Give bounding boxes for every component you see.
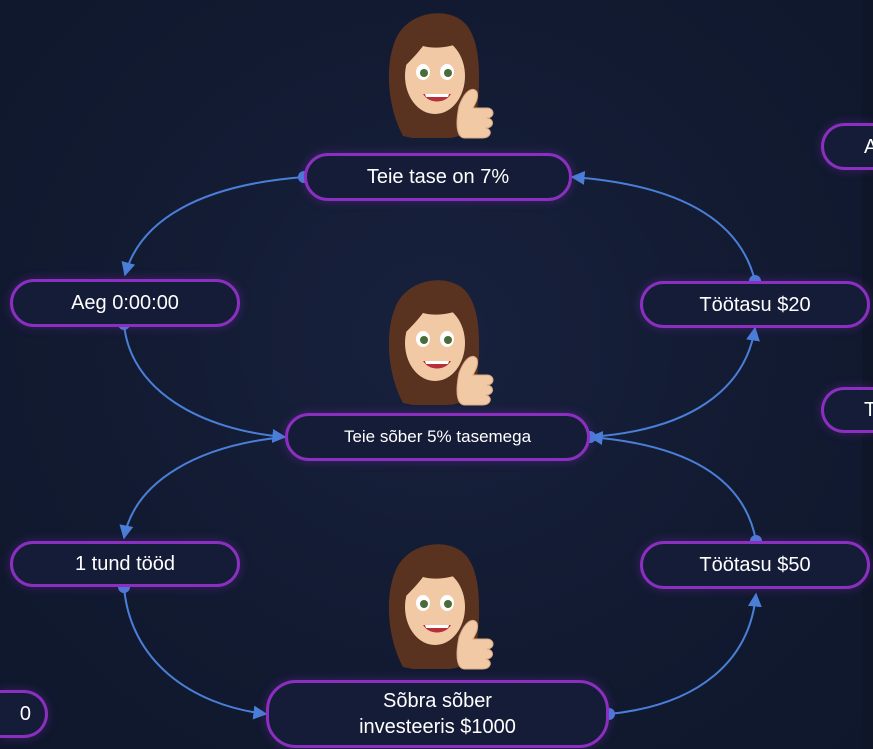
node-level-label: Teie tase on 7% [366,166,510,188]
node-partial-right-mid-label: T [864,399,873,421]
edge-time-to-friend [123,323,287,443]
node-level[interactable]: Teie tase on 7% [304,153,572,201]
node-wage-50[interactable]: Töötasu $50 [640,541,870,589]
node-friend-label: Teie sõber 5% tasemega [343,427,532,446]
node-friends-friend-line2: investeeris $1000 [359,716,516,738]
edge-workhour-to-friendsfriend [123,586,268,720]
woman-thumbs-up-icon [388,544,494,670]
node-partial-right-top-label: A [864,135,873,158]
edge-friendsfriend-to-wage50 [608,592,762,715]
node-work-hour-label: 1 tund tööd [74,553,176,575]
node-partial-left-bottom[interactable]: 0 [0,690,48,738]
node-partial-left-bottom-label: 0 [19,703,31,725]
node-friends-friend[interactable]: Sõbra sõber investeeris $1000 [266,680,609,748]
node-friend[interactable]: Teie sõber 5% tasemega [285,413,590,461]
woman-thumbs-up-icon [388,13,494,139]
edge-friend-to-wage20 [589,326,760,438]
node-wage-20-label: Töötasu $20 [699,293,811,316]
node-friends-friend-line1: Sõbra sõber [383,690,492,712]
woman-thumbs-up-icon [388,280,494,406]
node-partial-right-mid[interactable]: T [821,387,873,433]
edge-wage20-to-level [570,170,756,282]
right-edge-panel [862,0,873,749]
node-partial-right-top[interactable]: A [821,123,873,170]
node-time[interactable]: Aeg 0:00:00 [10,279,240,327]
edge-friend-to-workhour [119,436,286,540]
node-wage-20[interactable]: Töötasu $20 [640,281,870,328]
edge-wage50-to-friend [588,431,757,542]
node-work-hour[interactable]: 1 tund tööd [10,541,240,587]
node-wage-50-label: Töötasu $50 [699,554,811,576]
node-time-label: Aeg 0:00:00 [71,292,179,314]
edge-level-to-time [121,176,305,277]
